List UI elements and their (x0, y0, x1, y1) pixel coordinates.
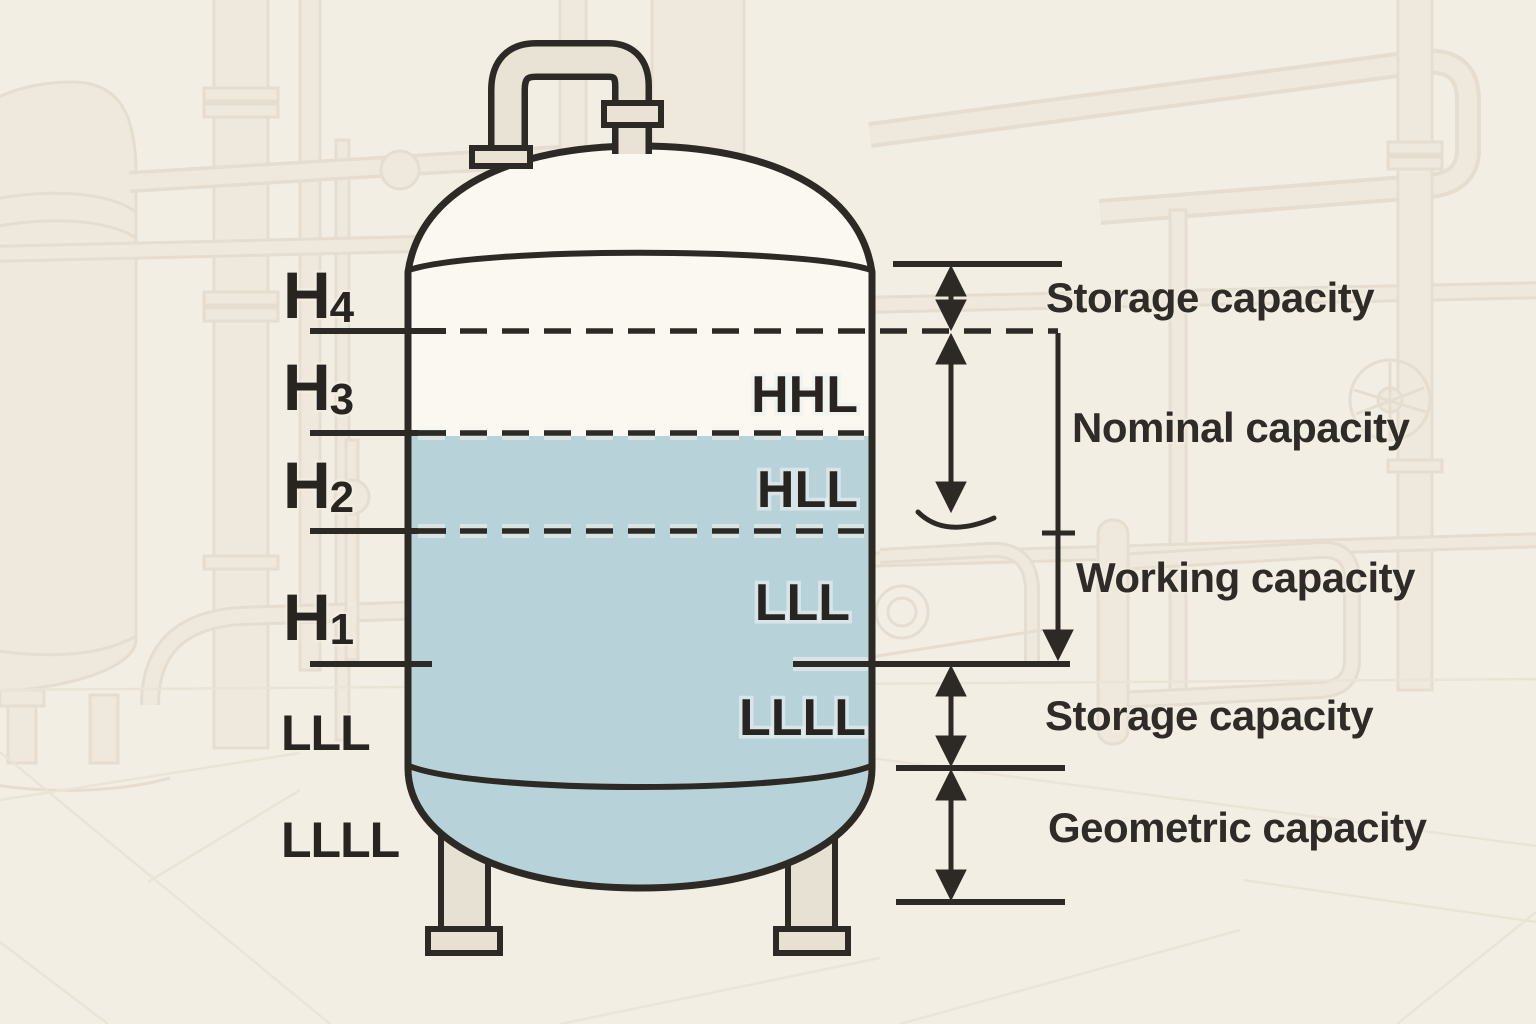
bg-handwheel-icon (1348, 358, 1432, 442)
capacity-labels: Storage capacity Nominal capacity Workin… (1043, 272, 1430, 853)
arrow-storage-bottom (935, 664, 967, 768)
level-label-hhl: HHL (751, 366, 858, 424)
pipe-flange (601, 100, 664, 128)
side-label-lll: LLL (281, 705, 370, 761)
capacity-label-storage-top: Storage capacity (1046, 274, 1375, 321)
side-label-h2: H2 (283, 448, 353, 522)
side-label-h4: H4 (283, 258, 355, 332)
tank-top-seam (408, 249, 872, 273)
bg-pipes-right (859, 0, 1536, 746)
arrow-geometric (935, 768, 967, 902)
capacity-label-working: Working capacity (1076, 554, 1416, 601)
side-label-h3: H3 (283, 350, 353, 424)
arrow-storage-top (935, 264, 967, 332)
side-labels: H4 H3 H2 H1 LLL LLLL (279, 256, 403, 871)
tank-outline (404, 142, 876, 892)
level-lines (310, 328, 1070, 671)
pipe-base-flange (469, 145, 533, 169)
bg-gauge-icon (333, 478, 371, 516)
dimension-lines (893, 261, 1075, 905)
inlet-pipe (469, 40, 664, 169)
capacity-label-nominal: Nominal capacity (1072, 404, 1411, 451)
liquid-fill (408, 436, 872, 888)
level-label-lll: LLL (755, 574, 850, 632)
side-label-llll: LLLL (281, 812, 399, 868)
level-label-hll: HLL (757, 461, 858, 519)
level-label-llll: LLLL (739, 689, 866, 747)
capacity-label-storage-bottom: Storage capacity (1045, 692, 1374, 739)
capacity-label-geometric: Geometric capacity (1048, 804, 1428, 851)
bg-left-vessel (0, 80, 171, 792)
arrow-arc (915, 509, 997, 530)
tank-bottom-seam (407, 763, 873, 790)
bg-valve-icon (379, 149, 421, 191)
arrow-nominal (915, 332, 997, 530)
tank (404, 142, 876, 956)
arrow-working (1042, 333, 1075, 662)
side-label-h1: H1 (283, 580, 354, 654)
tank-level-labels: HHL HLL LLL LLLL (735, 363, 869, 751)
